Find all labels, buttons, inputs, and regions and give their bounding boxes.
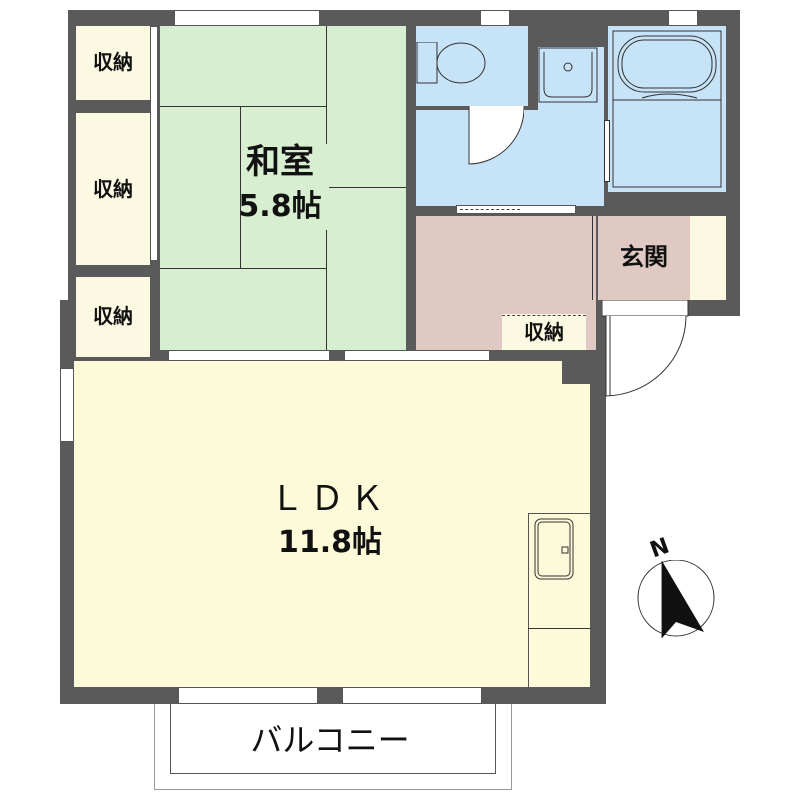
entrance-door[interactable] [601, 299, 692, 400]
closet-sliding-door[interactable] [150, 26, 158, 261]
side-window[interactable] [60, 368, 74, 442]
tatami-line [160, 268, 326, 269]
ldk-name: ＬＤＫ [270, 479, 390, 519]
storage-room-3 [76, 277, 150, 357]
compass-icon [636, 559, 716, 640]
kitchen-counter [528, 513, 590, 687]
window[interactable] [480, 10, 510, 26]
balcony-inner [170, 704, 496, 774]
ldk-room [74, 361, 562, 687]
storage-door-track [502, 315, 586, 316]
storage-1-label: 収納 [93, 50, 133, 74]
bathroom [608, 26, 726, 192]
washbasin-icon [538, 47, 598, 103]
compass-north-label: N [646, 533, 673, 564]
toilet-room [416, 26, 528, 106]
storage-3-label: 収納 [93, 304, 133, 328]
tatami-line [240, 106, 241, 268]
shoe-cabinet [690, 216, 726, 300]
storage-room-1 [76, 26, 150, 100]
bath-door[interactable] [604, 120, 610, 182]
washitsu-name: 和室 [246, 142, 314, 182]
balcony-window[interactable] [342, 687, 482, 704]
window[interactable] [174, 10, 320, 26]
washroom-upper [538, 47, 604, 110]
door-track [460, 209, 520, 210]
storage-4-label: 収納 [524, 320, 564, 344]
ldk-size: 11.8帖 [277, 525, 383, 560]
genkan-label: 玄関 [620, 243, 668, 271]
genkan-room [598, 216, 690, 300]
bathtub-icon [612, 30, 722, 188]
toilet-door-swing[interactable] [466, 105, 525, 166]
storage-room-4 [502, 314, 586, 350]
tatami-line [160, 106, 326, 107]
washitsu-size: 5.8帖 [238, 189, 322, 224]
balcony-label: バルコニー [250, 721, 410, 759]
balcony-window[interactable] [178, 687, 318, 704]
hall-sliding-door[interactable] [344, 350, 490, 361]
toilet-icon [416, 41, 486, 84]
tatami-line [329, 187, 406, 188]
genkan-step-line [592, 216, 593, 300]
balcony-outer [154, 704, 512, 790]
counter-divider [528, 628, 590, 629]
washitsu-sliding-door[interactable] [168, 350, 330, 361]
washitsu-room [160, 26, 406, 350]
ldk-room-right [562, 384, 590, 687]
storage-room-2 [76, 113, 150, 265]
sink-icon [534, 518, 574, 580]
tatami-line [326, 26, 327, 144]
tatami-line [326, 230, 327, 350]
window[interactable] [668, 10, 698, 26]
storage-2-label: 収納 [93, 177, 133, 201]
